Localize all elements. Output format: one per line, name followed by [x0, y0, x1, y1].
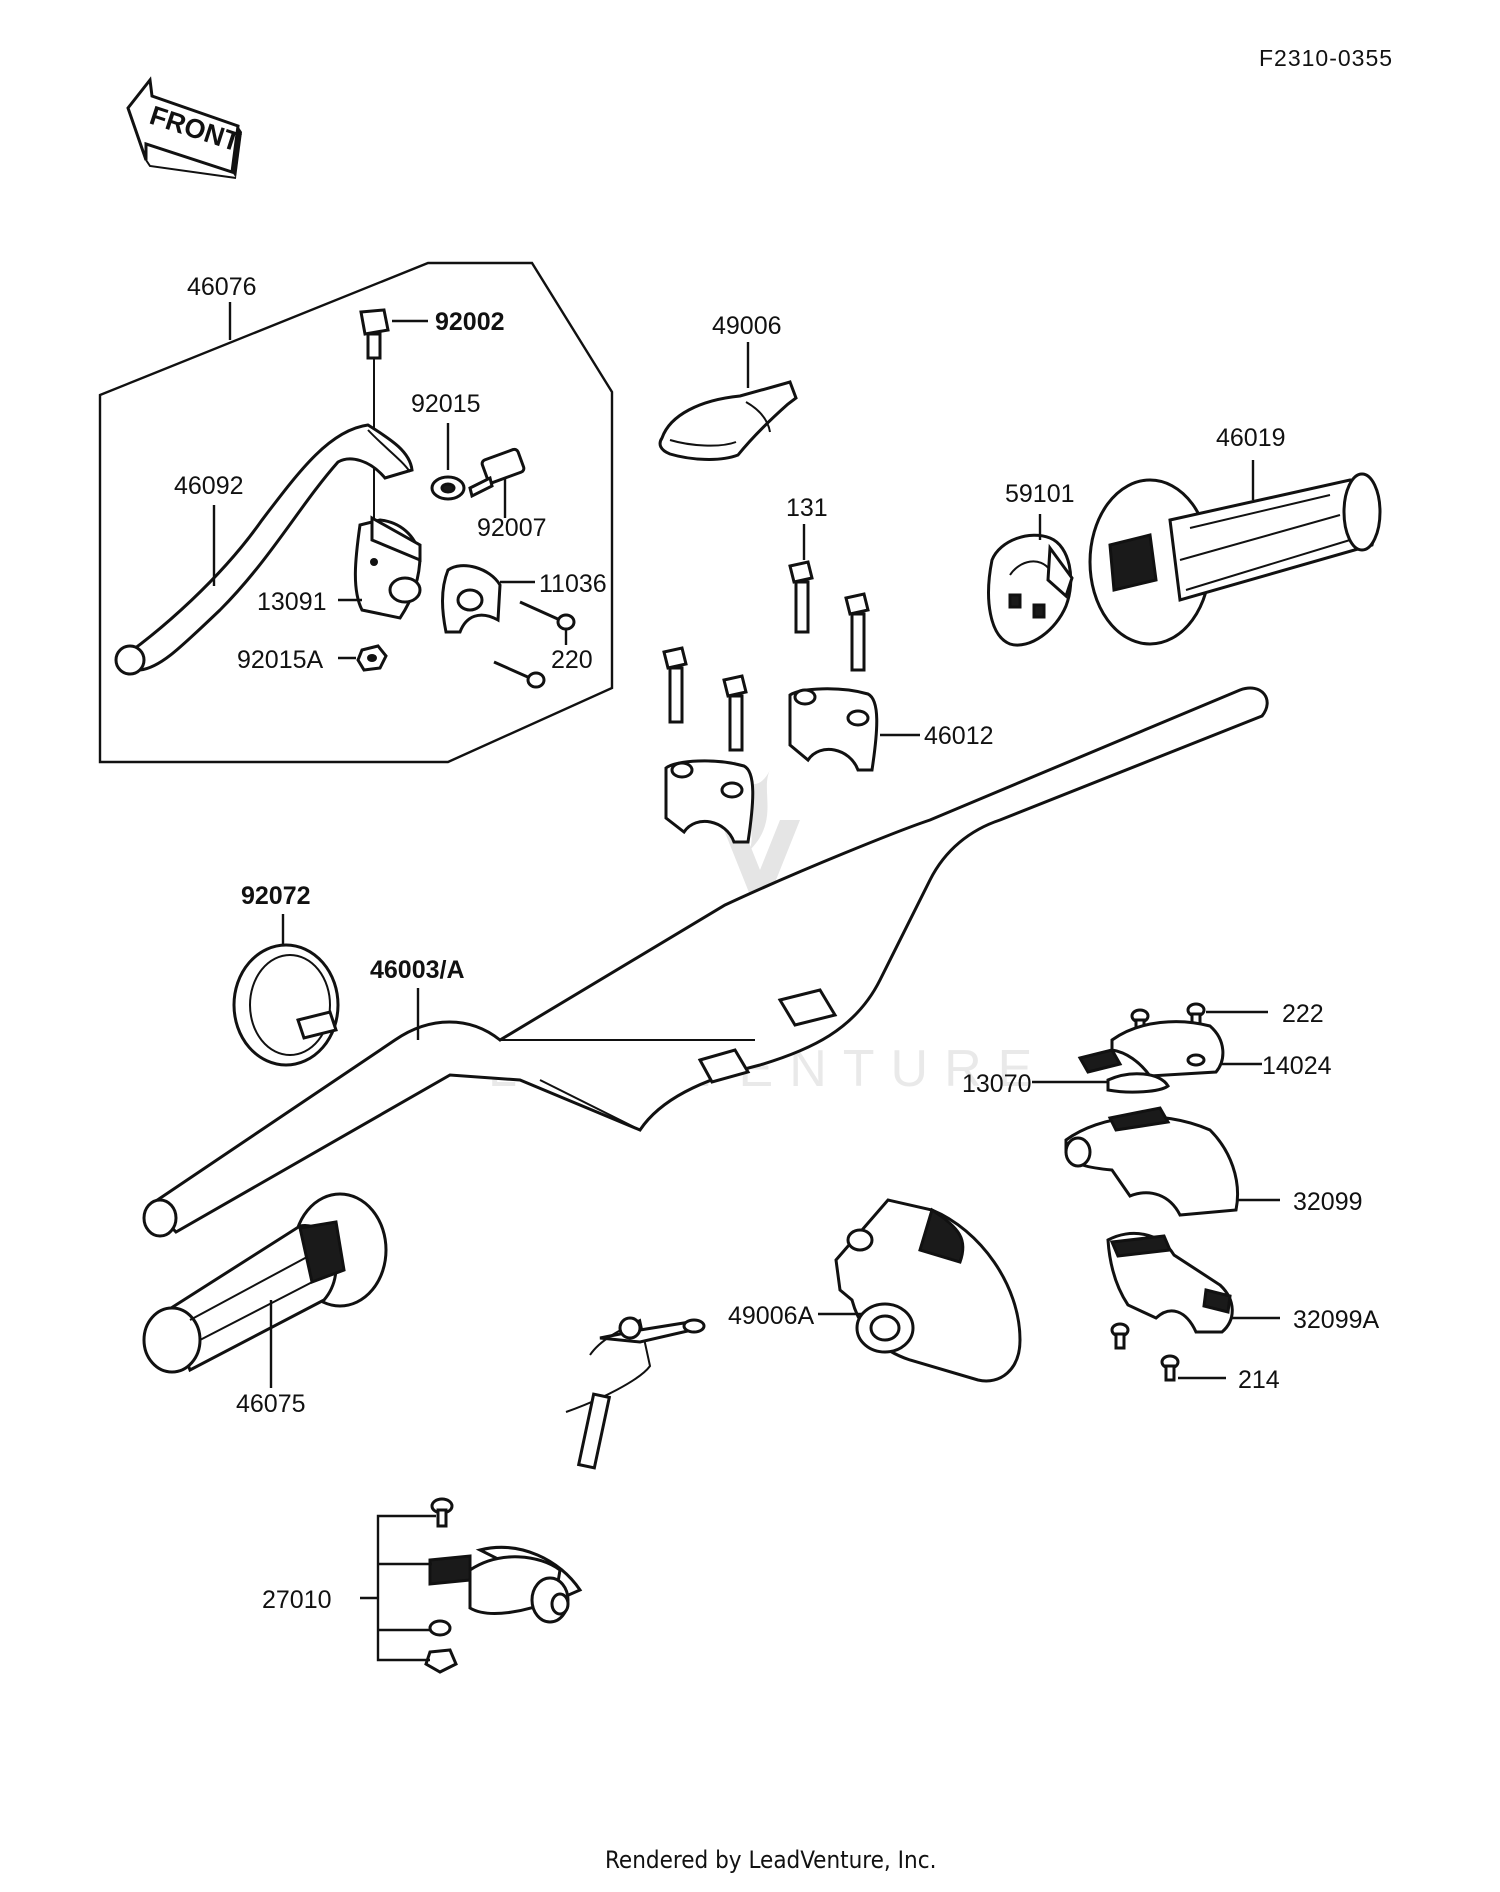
label-11036: 11036 — [539, 570, 607, 598]
footer-credit: Rendered by LeadVenture, Inc. — [605, 1846, 936, 1874]
lever-assembly-box — [98, 261, 614, 764]
clamp-11036-icon — [441, 564, 502, 634]
bolts-131-icon — [662, 560, 870, 752]
cover-49006-icon — [658, 380, 798, 461]
label-46019: 46019 — [1216, 424, 1286, 452]
lever-holder-13091-icon — [353, 515, 422, 620]
bolt-92002-icon — [359, 308, 390, 360]
screw-214-icon — [1110, 1322, 1180, 1382]
label-49006A: 49006A — [728, 1302, 815, 1330]
label-46012: 46012 — [924, 722, 994, 750]
handlebar-holder-46012-icon — [664, 687, 879, 844]
label-46075: 46075 — [236, 1390, 306, 1418]
label-214: 214 — [1238, 1366, 1280, 1394]
figure-code: F2310-0355 — [1259, 45, 1393, 71]
label-92002: 92002 — [435, 308, 505, 336]
clutch-lever-46092-icon — [114, 423, 414, 676]
label-14024: 14024 — [1262, 1052, 1332, 1080]
label-220: 220 — [551, 646, 593, 674]
label-32099A: 32099A — [1293, 1306, 1380, 1334]
throttle-pulley-59101-icon — [987, 533, 1074, 647]
switch-housing-49006A-icon — [834, 1198, 1022, 1383]
front-arrow-icon: FRONT — [126, 76, 244, 179]
label-13091: 13091 — [257, 588, 327, 616]
label-59101: 59101 — [1005, 480, 1075, 508]
label-92015: 92015 — [411, 390, 481, 418]
label-46092: 46092 — [174, 472, 244, 500]
adjuster-screw-92007-icon — [468, 447, 526, 499]
adjuster-nut-92015-icon — [430, 475, 466, 501]
band-92072-icon — [232, 943, 340, 1067]
label-92007: 92007 — [477, 514, 547, 542]
label-27010: 27010 — [262, 1586, 332, 1614]
kill-switch-27010-icon — [424, 1316, 706, 1674]
label-49006: 49006 — [712, 312, 782, 340]
cover-14024-icon — [1077, 1020, 1225, 1078]
label-46003A: 46003/A — [370, 956, 465, 984]
label-222: 222 — [1282, 1000, 1324, 1028]
label-92072: 92072 — [241, 882, 311, 910]
label-92015A: 92015A — [237, 646, 324, 674]
grip-46075-icon — [142, 1192, 388, 1374]
label-46076: 46076 — [187, 273, 257, 301]
plate-13070-icon — [1106, 1072, 1170, 1094]
screw-220-icon — [493, 600, 576, 689]
nut-92015A-icon — [356, 644, 388, 672]
handlebar-46003A-icon — [142, 686, 1269, 1238]
throttle-housing-32099A-icon — [1106, 1231, 1234, 1334]
grip-46019-icon — [1088, 472, 1382, 646]
label-13070: 13070 — [962, 1070, 1032, 1098]
throttle-housing-32099-icon — [1064, 1106, 1240, 1217]
label-32099: 32099 — [1293, 1188, 1363, 1216]
label-131: 131 — [786, 494, 828, 522]
